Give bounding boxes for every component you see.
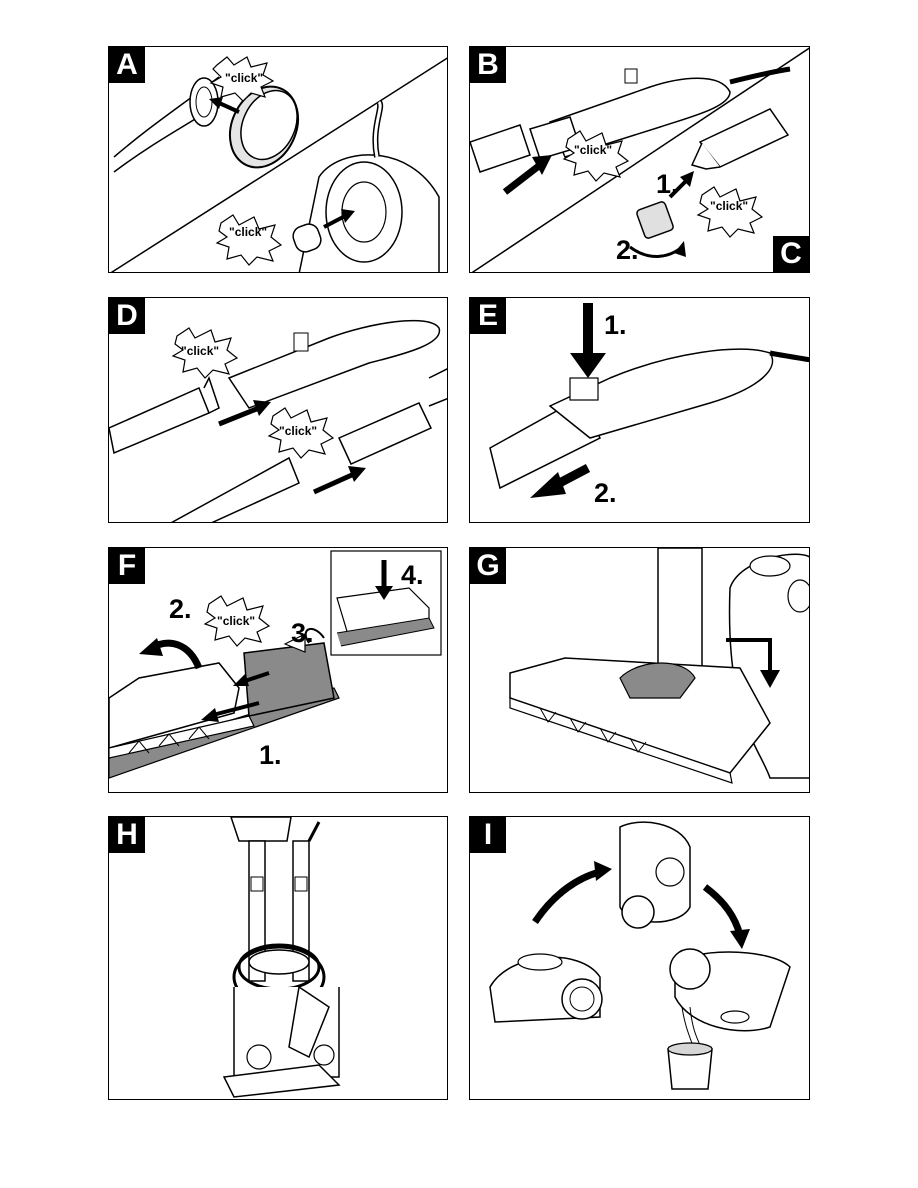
step-f-4: 4. [401, 560, 424, 590]
panel-i: I [469, 816, 810, 1100]
illustration-i [489, 821, 791, 1090]
panel-letter-f: F [109, 548, 145, 584]
panel-letter-d: D [109, 298, 145, 334]
click-label-d1: "click" [181, 344, 220, 358]
click-label-f: "click" [217, 614, 256, 628]
illustration-bc [470, 47, 809, 272]
illustration-a [110, 56, 447, 272]
panel-letter-b: B [470, 47, 506, 83]
step-f-3: 3. [291, 618, 314, 648]
panel-a: A "click" "click" [108, 46, 448, 273]
illustration-h [222, 817, 341, 1098]
illustration-f [109, 550, 442, 779]
panel-letter-i: I [470, 817, 506, 853]
panel-letter-c: C [773, 236, 809, 272]
click-label-a2: "click" [229, 225, 268, 239]
panel-letter-g: G [470, 548, 506, 584]
panel-letter-a: A [109, 47, 145, 83]
panel-bc: B C "click" "click" 1. 2. [469, 46, 810, 273]
panel-d: D "click" "click" [108, 297, 448, 523]
click-label-c: "click" [710, 199, 749, 213]
click-label-a1: "click" [225, 71, 264, 85]
illustration-d [109, 319, 447, 522]
step-c-2: 2. [616, 235, 639, 265]
click-label-d2: "click" [279, 424, 318, 438]
illustration-e [489, 303, 809, 498]
step-e-2: 2. [594, 478, 617, 508]
panel-f: F "click" 1. 2. 3. 4. [108, 547, 448, 793]
panel-h: H [108, 816, 448, 1100]
panel-letter-h: H [109, 817, 145, 853]
step-f-2: 2. [169, 594, 192, 624]
illustration-g [509, 548, 809, 784]
step-e-1: 1. [604, 310, 627, 340]
click-label-b: "click" [574, 143, 613, 157]
panel-e: E 1. 2. [469, 297, 810, 523]
step-f-1: 1. [259, 740, 282, 770]
step-c-1: 1. [656, 169, 679, 199]
panel-letter-e: E [470, 298, 506, 334]
panel-g: G [469, 547, 810, 793]
